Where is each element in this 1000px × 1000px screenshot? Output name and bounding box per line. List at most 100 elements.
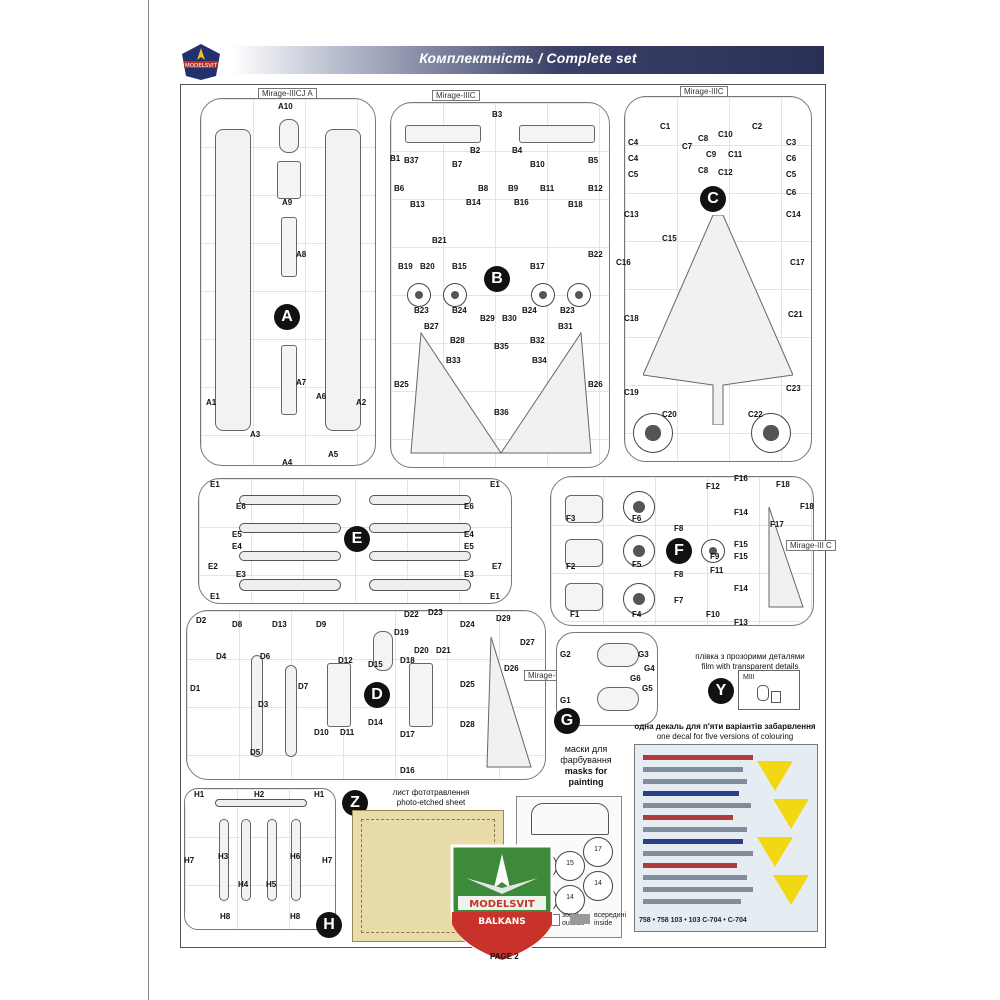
decal-roundels: [643, 791, 739, 796]
sprue-d-missile: [285, 665, 297, 757]
part-label: D14: [368, 718, 383, 727]
sprue-b-letter: B: [484, 266, 510, 292]
sprue-b-flap-left: [405, 125, 481, 143]
part-label: B32: [530, 336, 545, 345]
part-label: G4: [644, 664, 655, 673]
paint-mask-sheet: 17 16 15 14 14 14: [516, 796, 622, 938]
sprue-e-pylon: [369, 551, 471, 561]
sprue-e-letter: E: [344, 526, 370, 552]
sprue-g-canopy: [597, 643, 639, 667]
film-part: [757, 685, 769, 701]
part-label: E1: [210, 592, 220, 601]
part-label: F9: [710, 552, 720, 561]
part-label: C15: [662, 234, 677, 243]
decal-yellow-triangle: [757, 837, 793, 867]
part-label: C13: [624, 210, 639, 219]
part-label: G3: [638, 650, 649, 659]
part-label: B13: [410, 200, 425, 209]
transparent-film: MIII: [738, 670, 800, 710]
part-label: A1: [206, 398, 217, 407]
part-label: G1: [560, 696, 571, 705]
part-label: B23: [560, 306, 575, 315]
part-label: H1: [314, 790, 325, 799]
part-label: D13: [272, 620, 287, 629]
part-label: G5: [642, 684, 653, 693]
part-label: H7: [184, 856, 195, 865]
part-label: C6: [786, 154, 797, 163]
part-label: H4: [238, 880, 249, 889]
sprue-e-tank: [369, 495, 471, 505]
decal-stripe: [643, 815, 733, 820]
sprue-d-bay: [327, 663, 351, 727]
part-label: C21: [788, 310, 803, 319]
part-label: F2: [566, 562, 576, 571]
part-label: B19: [398, 262, 413, 271]
sprue-a-fuselage-right: [325, 129, 361, 431]
part-label: C22: [748, 410, 763, 419]
part-label: C17: [790, 258, 805, 267]
part-label: B15: [452, 262, 467, 271]
part-label: C5: [628, 170, 639, 179]
sprue-f-exhaust: [565, 539, 603, 567]
decal-stencils: [643, 887, 753, 892]
modelsvit-balkans-logo: MODELSVIT BALKANS: [446, 838, 558, 962]
part-label: B17: [530, 262, 545, 271]
part-label: A8: [296, 250, 307, 259]
part-label: E5: [464, 542, 474, 551]
film-caption-uk: плівка з прозорими деталями: [695, 652, 805, 661]
sprue-e: [198, 478, 512, 604]
decal-yellow-triangle: [757, 761, 793, 791]
page-title: Комплектність / Complete set: [419, 50, 637, 66]
part-label: F18: [800, 502, 814, 511]
part-label: B4: [512, 146, 523, 155]
part-label: B37: [404, 156, 419, 165]
part-label: C7: [682, 142, 693, 151]
page-number: PAGE 2: [490, 952, 519, 961]
part-label: D20: [414, 646, 429, 655]
sprue-c-gear-door: [633, 413, 673, 453]
part-label: B24: [522, 306, 537, 315]
part-label: F1: [570, 610, 580, 619]
part-label: C3: [786, 138, 797, 147]
part-label: D27: [520, 638, 535, 647]
part-label: D22: [404, 610, 419, 619]
part-label: E4: [464, 530, 474, 539]
sprue-b-tag: Mirage-IIIC: [432, 90, 480, 101]
part-label: B26: [588, 380, 603, 389]
part-label: C18: [624, 314, 639, 323]
sprue-b-wheel: [407, 283, 431, 307]
part-label: B25: [394, 380, 409, 389]
part-label: H7: [322, 856, 333, 865]
part-label: E6: [464, 502, 474, 511]
part-label: B9: [508, 184, 519, 193]
part-label: C16: [616, 258, 631, 267]
masks-caption: маски для фарбування masks for painting: [550, 744, 622, 788]
part-label: H3: [218, 852, 229, 861]
part-label: E5: [232, 530, 242, 539]
part-label: E6: [236, 502, 246, 511]
part-label: F16: [734, 474, 748, 483]
sprue-e-tank: [239, 579, 341, 591]
decal-yellow-triangle: [773, 875, 809, 905]
film-caption-en: film with transparent details: [701, 662, 799, 671]
part-label: F6: [632, 514, 642, 523]
sprue-e-tank: [369, 579, 471, 591]
part-label: C8: [698, 134, 709, 143]
part-label: C19: [624, 388, 639, 397]
part-label: A4: [282, 458, 293, 467]
page-edge: [148, 0, 149, 1000]
decal-stencils: [643, 827, 747, 832]
decal-sheet: 758 • 758 103 • 103 C-704 • C-704: [634, 744, 818, 932]
part-label: B35: [494, 342, 509, 351]
part-label: D18: [400, 656, 415, 665]
sprue-c-gear-door: [751, 413, 791, 453]
sprue-f-ring: [623, 583, 655, 615]
sprue-c: [624, 96, 812, 462]
part-label: C8: [698, 166, 709, 175]
part-label: F3: [566, 514, 576, 523]
decal-yellow-triangle: [773, 799, 809, 829]
part-label: E3: [236, 570, 246, 579]
part-label: F8: [674, 570, 684, 579]
part-label: C5: [786, 170, 797, 179]
part-label: D7: [298, 682, 309, 691]
